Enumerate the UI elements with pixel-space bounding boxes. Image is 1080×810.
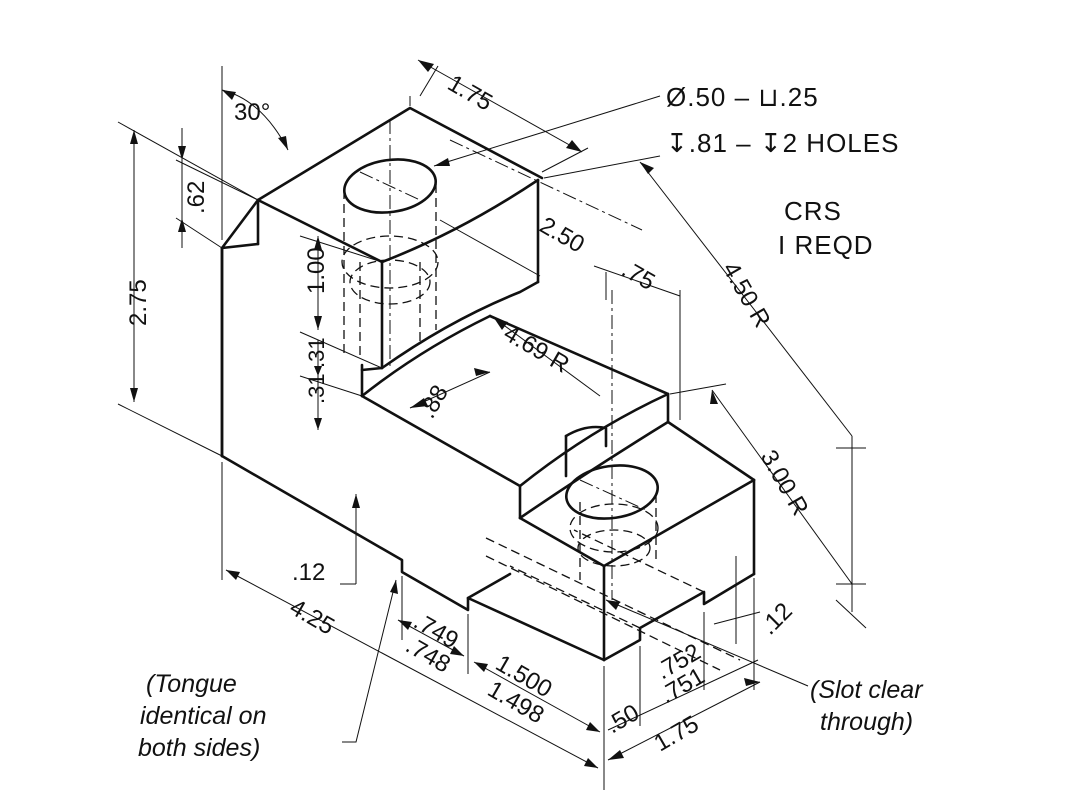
dim-slot-depth: .12 — [755, 598, 798, 641]
dimension-lines — [117, 59, 867, 790]
center-lines — [359, 120, 647, 600]
material-label: CRS — [784, 196, 842, 226]
hole-callout-line1: Ø.50 – ⊔.25 — [666, 82, 819, 112]
quantity-label: I REQD — [778, 230, 874, 260]
dim-slot-edge: .50 — [602, 699, 644, 739]
dimension-labels: 1.75 30° .62 2.75 1.00 .31 .31 2.50 .75 … — [125, 70, 814, 757]
dim-total-height: 2.75 — [125, 279, 152, 326]
hole-callout-line2: ↧.81 – ↧2 HOLES — [666, 128, 899, 158]
tongue-note-line3: both sides) — [138, 734, 260, 762]
dim-top-width: 1.75 — [443, 70, 497, 117]
dim-angle: 30° — [234, 99, 270, 126]
dim-tongue-height: .12 — [292, 559, 325, 586]
dim-hole-spacing: 2.50 — [535, 212, 589, 259]
slot-note-line2: through) — [820, 708, 913, 736]
dim-step-a: .31 — [304, 337, 329, 368]
hidden-lines — [341, 184, 741, 671]
dim-depth-88: .88 — [414, 381, 454, 423]
dim-inner-radius: 4.69 R — [499, 320, 574, 379]
tongue-note-line1: (Tongue — [146, 670, 237, 698]
dim-hole-offset: .75 — [617, 256, 659, 296]
notes: Ø.50 – ⊔.25 ↧.81 – ↧2 HOLES CRS I REQD (… — [138, 82, 924, 762]
tongue-note-line2: identical on — [140, 702, 266, 730]
dim-front-width: 1.75 — [650, 710, 704, 757]
dim-chamfer-height: .62 — [183, 181, 210, 214]
dim-outer-radius: 4.50 R — [717, 258, 776, 333]
dim-small-radius: 3.00 R — [755, 446, 814, 521]
dim-step-b: .31 — [304, 373, 329, 404]
dim-length: 4.25 — [285, 594, 339, 641]
dim-counterbore-depth: 1.00 — [303, 247, 330, 294]
arrowheads — [130, 60, 760, 768]
slot-note-line1: (Slot clear — [810, 676, 924, 704]
part-outline — [220, 106, 756, 662]
